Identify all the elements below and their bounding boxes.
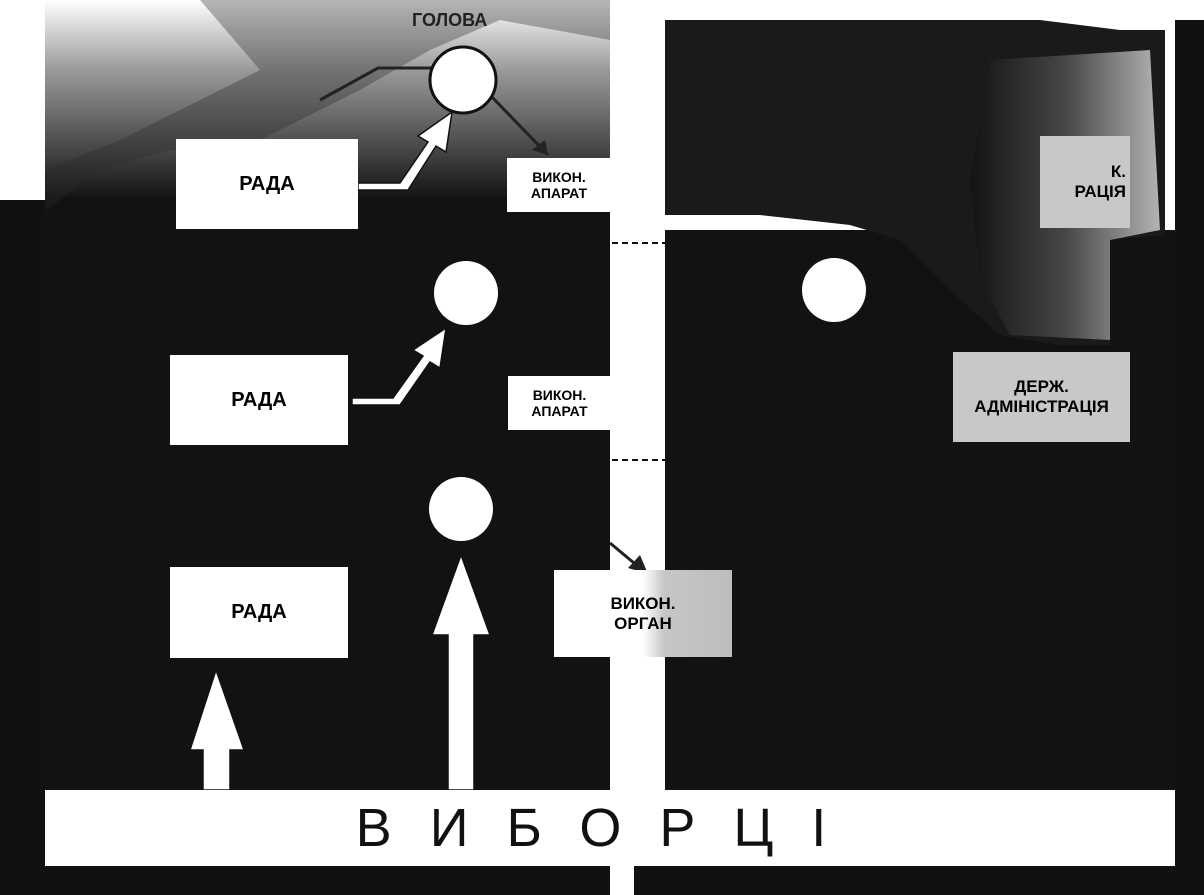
frame-bottom [0,866,1204,895]
state-admin-top-line-2: РАЦІЯ [1074,182,1126,201]
head-circle-right [802,258,866,322]
left-panel-cloud [45,0,610,210]
state-admin-top-line-1: К. [1110,162,1126,182]
voters-arrow-to-rada [188,667,246,791]
head-circle-middle [434,261,498,325]
rada-to-head-arrow-top [357,110,454,191]
exec-apparatus-line-1: ВИКОН. [532,168,586,185]
head-circle-bottom [429,477,493,541]
council-box-middle: РАДА [170,355,348,445]
frame-right [1175,20,1204,895]
head-label: ГОЛОВА [412,10,488,30]
left-panel [45,170,610,790]
voters-label: ВИБОРЦІ [355,798,865,858]
head-circle-top [428,45,498,115]
exec-apparatus-line-2: АПАРАТ [531,403,588,419]
council-label: РАДА [231,601,287,623]
voters-arrow-to-head [430,552,492,791]
state-admin-box-top: К. РАЦІЯ [1040,136,1130,228]
state-admin-line-1: ДЕРЖ. [1014,377,1069,397]
head-left-line [319,66,432,102]
exec-organ-box: ВИКОН. ОРГАН [554,570,732,657]
state-admin-box: ДЕРЖ. АДМІНІСТРАЦІЯ [953,352,1130,442]
exec-organ-arrowhead [628,555,648,574]
head-to-apparatus-line [488,93,550,157]
exec-apparatus-line-2: АПАРАТ [530,185,588,201]
exec-organ-line-2: ОРГАН [614,613,672,633]
voters-band [45,790,1175,866]
exec-organ-line-1: ВИКОН. [610,593,676,613]
exec-apparatus-box-top: ВИКОН. АПАРАТ [507,158,611,212]
center-divider-bottom [610,866,634,895]
council-box-top: РАДА [176,139,358,229]
exec-apparatus-box-middle: ВИКОН. АПАРАТ [508,376,611,430]
council-label: РАДА [239,172,295,195]
exec-apparatus-line-1: ВИКОН. [532,386,587,403]
council-label: РАДА [231,388,287,411]
council-box-bottom: РАДА [170,567,348,658]
center-divider [610,0,665,790]
head-to-apparatus-arrowhead [532,140,548,155]
state-admin-line-2: АДМІНІСТРАЦІЯ [974,397,1109,416]
rada-to-head-arrow-middle [351,326,447,406]
frame-left [0,200,45,895]
